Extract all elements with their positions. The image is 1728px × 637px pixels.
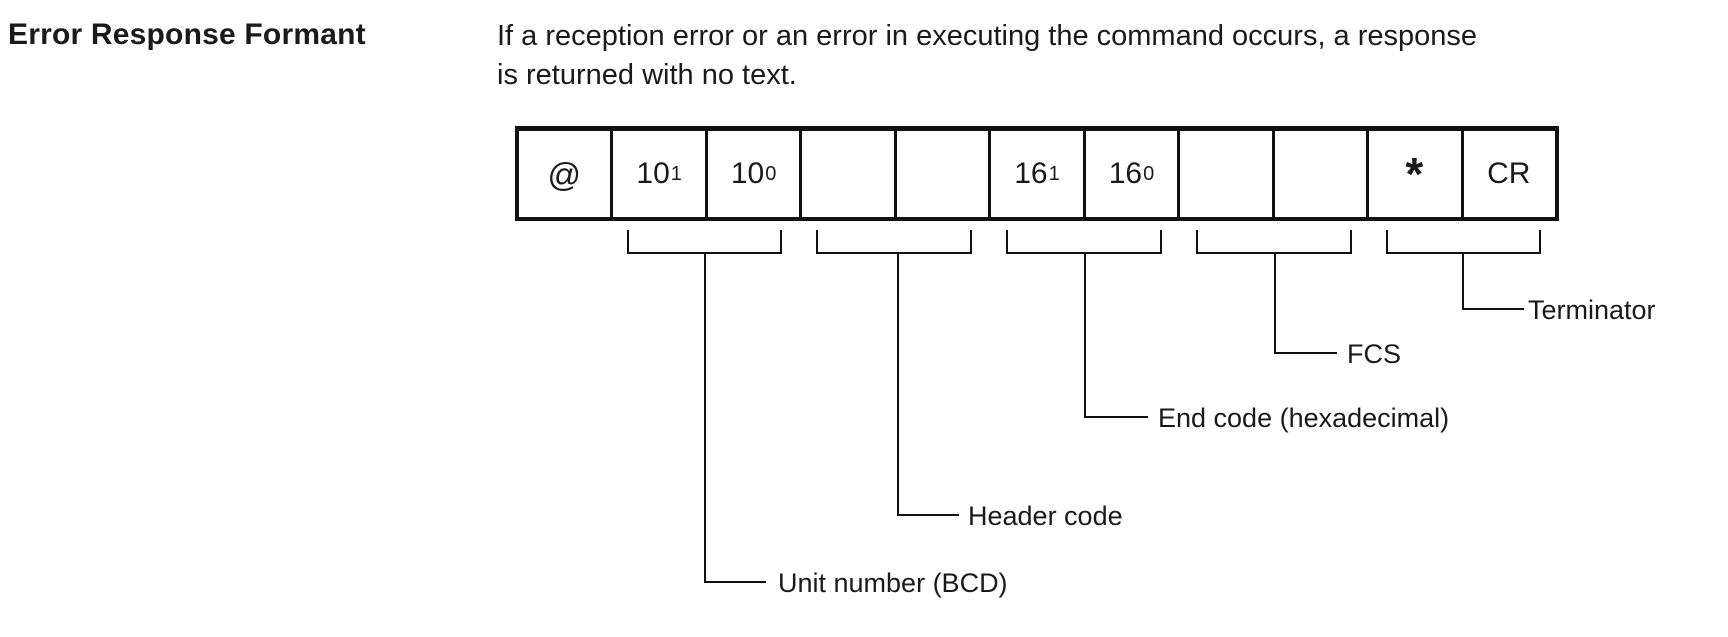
callout-line-end-code — [1084, 253, 1148, 418]
cell-text: 16 — [1014, 157, 1048, 190]
cell-text: CR — [1487, 157, 1531, 190]
cell-header-code-1 — [802, 131, 897, 217]
cell-superscript: 1 — [1048, 163, 1060, 185]
callout-line-unit-number — [704, 253, 766, 583]
section-heading: Error Response Formant — [8, 18, 366, 51]
cell-superscript: 1 — [670, 163, 682, 185]
bracket-unit-number — [627, 230, 782, 254]
description-line-2: is returned with no text. — [497, 59, 797, 91]
callout-line-fcs — [1274, 253, 1337, 354]
cell-text: 10 — [730, 157, 765, 190]
cell-fcs-2 — [1275, 131, 1370, 217]
cell-text: 10 — [636, 157, 670, 190]
cell-superscript: 0 — [1143, 163, 1155, 185]
cell-asterisk: * — [1369, 131, 1464, 217]
callout-line-header-code — [897, 253, 959, 516]
callout-label-unit-number: Unit number (BCD) — [778, 568, 1008, 598]
description-text: If a reception error or an error in exec… — [497, 17, 1477, 95]
callout-label-header-code: Header code — [968, 501, 1123, 531]
cell-at-mark: @ — [519, 131, 614, 217]
cell-text: 16 — [1108, 157, 1143, 190]
callout-label-fcs: FCS — [1347, 339, 1401, 369]
cell-cr-terminator: CR — [1464, 131, 1555, 217]
cell-fcs-1 — [1180, 131, 1275, 217]
description-line-1: If a reception error or an error in exec… — [497, 20, 1478, 52]
cell-text: @ — [547, 155, 581, 193]
bracket-fcs — [1196, 230, 1352, 254]
callout-label-terminator: Terminator — [1528, 295, 1656, 325]
callout-label-end-code: End code (hexadecimal) — [1158, 403, 1450, 433]
callout-line-terminator — [1462, 253, 1524, 310]
bracket-terminator — [1386, 230, 1541, 254]
asterisk-glyph: * — [1405, 148, 1424, 200]
cell-superscript: 0 — [765, 163, 777, 185]
bracket-end-code — [1006, 230, 1162, 254]
bracket-header-code — [816, 230, 972, 254]
cell-header-code-2 — [897, 131, 992, 217]
